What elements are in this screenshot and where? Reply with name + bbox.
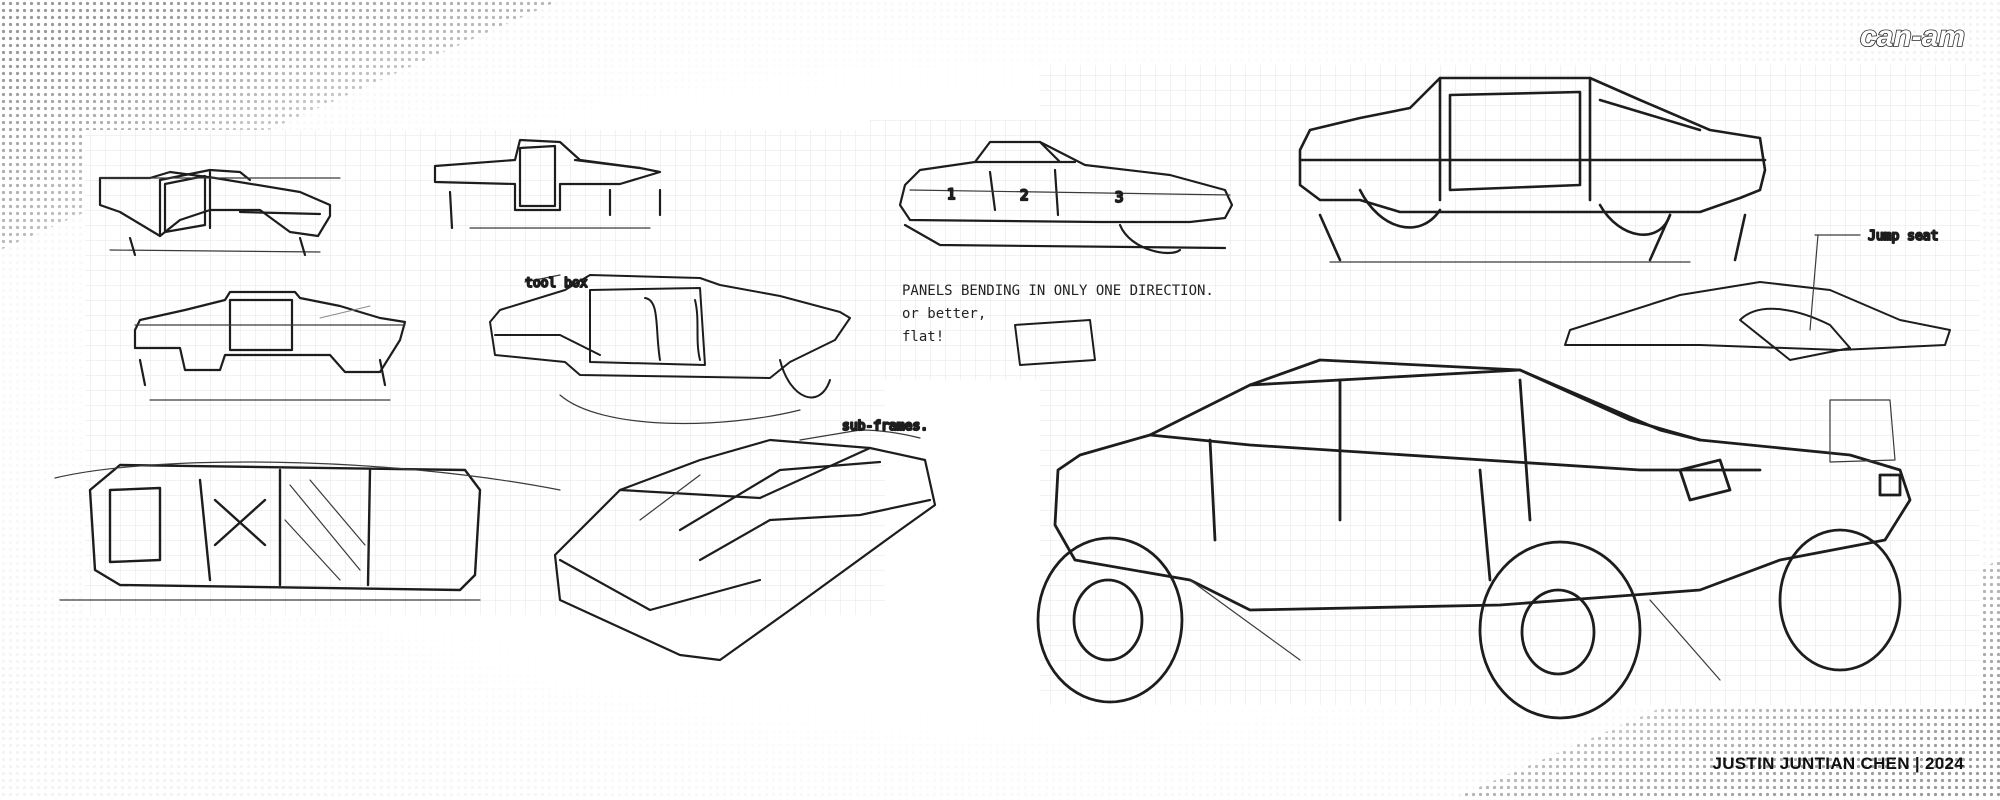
sketch-side-view-3 <box>133 290 407 401</box>
svg-text:can-am: can-am <box>1860 20 1965 53</box>
svg-text:tool box: tool box <box>525 276 588 291</box>
svg-text:PANELS BENDING IN ONLY ONE DIR: PANELS BENDING IN ONLY ONE DIRECTION. <box>902 283 1214 299</box>
svg-text:Jump seat: Jump seat <box>1868 229 1938 244</box>
artist-credit: JUSTIN JUNTIAN CHEN | 2024 <box>1712 754 1964 773</box>
sketch-jump-seat: Jump seat <box>1564 228 1951 463</box>
sketch-interior-view: tool box <box>489 274 851 425</box>
sketch-panels-view: 1 2 3 <box>898 140 1234 255</box>
sketch-side-view-2 <box>433 138 662 230</box>
sketch-side-view-1 <box>98 168 341 257</box>
sketch-perspective-small: sub-frames. <box>553 418 937 662</box>
grid-paper <box>85 65 1980 705</box>
svg-text:1: 1 <box>947 187 955 203</box>
can-am-logo: can-am <box>1859 19 1966 54</box>
sketch-side-view-large <box>1298 76 1767 263</box>
svg-text:flat!: flat! <box>902 329 944 345</box>
svg-text:2: 2 <box>1020 188 1028 204</box>
note-panels: PANELS BENDING IN ONLY ONE DIRECTION. or… <box>902 283 1214 366</box>
svg-text:3: 3 <box>1115 190 1123 206</box>
svg-text:sub-frames.: sub-frames. <box>842 419 928 434</box>
svg-text:or better,: or better, <box>902 306 986 322</box>
sketch-top-view <box>54 461 561 601</box>
sketch-perspective-large <box>1036 358 1912 720</box>
